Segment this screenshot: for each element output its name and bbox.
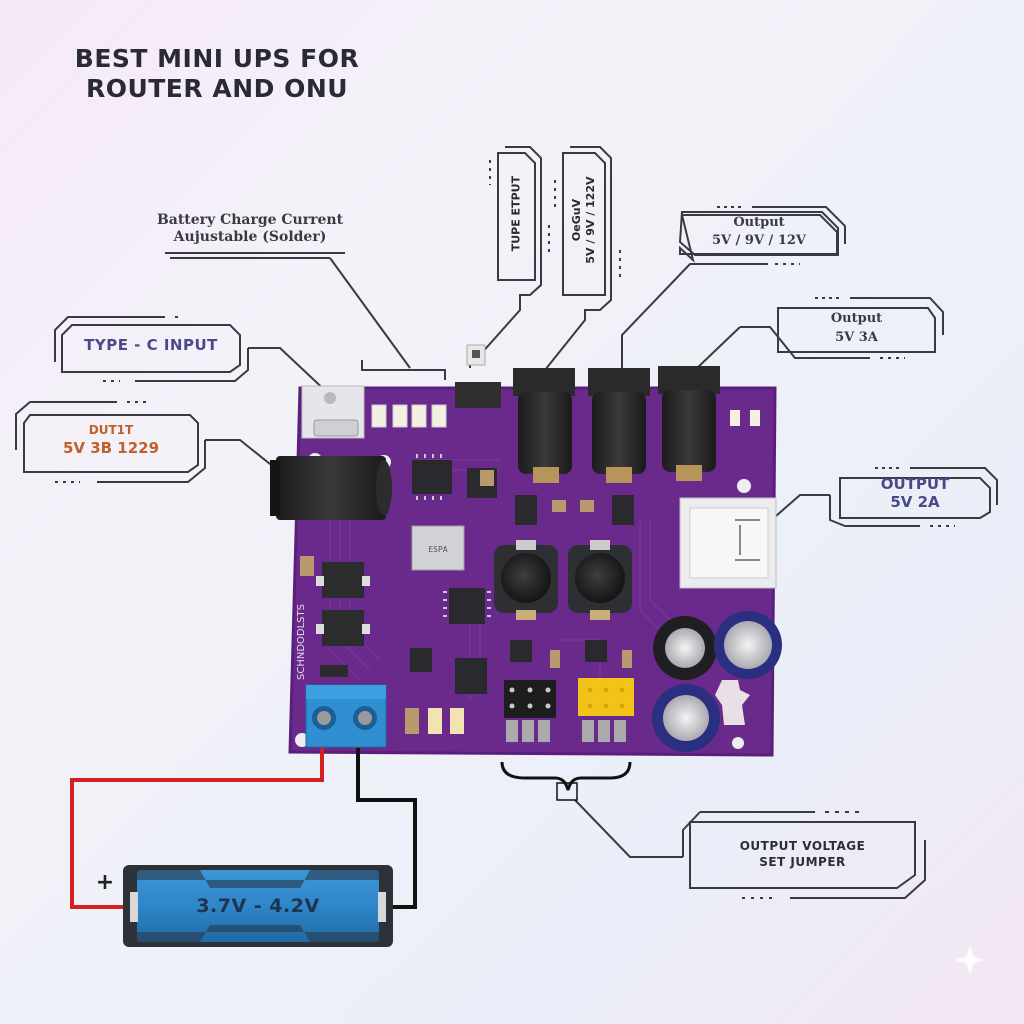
output-vertical-frame	[544, 146, 621, 371]
title-line-2: ROUTER AND ONU	[85, 74, 349, 103]
title-line-1: BEST MINI UPS FOR	[74, 44, 360, 73]
wires	[70, 748, 417, 909]
type-c-input-frame	[54, 316, 331, 396]
output-3a-line-1: Output	[830, 311, 883, 326]
output-3a-line-2: 5V 3A	[835, 330, 878, 345]
battery-charge-label: Battery Charge Current Aujustable (Solde…	[150, 212, 350, 246]
output-vertical-line-1: OeGuV	[570, 198, 583, 242]
jumper-header-left	[504, 680, 556, 742]
tupe-output-frame	[479, 146, 550, 356]
jumper-line-2: SET JUMPER	[759, 855, 846, 869]
output-multi-frame	[621, 206, 846, 370]
output-3a-label: Output 5V 3A	[778, 309, 935, 347]
shielded-chip: ESPA	[411, 525, 465, 571]
smd-components	[300, 410, 760, 734]
wire-black	[356, 748, 417, 909]
output-3a-frame	[694, 297, 944, 371]
battery-charge-line-2: Aujustable (Solder)	[173, 228, 327, 245]
battery-charge-line-1: Battery Charge Current	[156, 212, 344, 228]
jumper-line-1: OUTPUT VOLTAGE	[739, 839, 866, 853]
dc-input-jack	[270, 456, 392, 520]
pcb-silkscreen-text: SCHNDODLSTS	[296, 604, 307, 680]
type-c-port	[301, 385, 365, 439]
type-c-input-label: TYPE - C INPUT	[84, 336, 218, 354]
output-multi-line-2: 5V / 9V / 12V	[711, 233, 807, 248]
tupe-output-label: TUPE ETPUT	[509, 175, 523, 252]
jumper-frame	[574, 799, 926, 899]
dc-input-line-2: 5V 3B 1229	[62, 439, 160, 457]
dc-output-jack-2	[588, 368, 650, 483]
capacitors	[652, 611, 782, 752]
callout-frames	[15, 146, 998, 899]
output-multi-line-1: Output	[733, 215, 785, 230]
output-usb-frame	[759, 467, 998, 531]
wire-red	[70, 748, 324, 909]
jumper-brace	[500, 761, 632, 801]
output-multi-label: Output 5V / 9V / 12V	[680, 214, 838, 250]
usb-a-port	[679, 497, 777, 589]
screw-terminal	[305, 684, 387, 748]
output-vertical-line-2: 5V / 9V / 122V	[584, 176, 597, 264]
battery-plus-sign: +	[95, 870, 115, 895]
output-vertical-label: OeGuV 5V / 9V / 122V	[570, 156, 598, 284]
ic-pins	[416, 454, 491, 617]
jumper-header-right	[578, 678, 634, 742]
output-usb-line-2: 5V 2A	[890, 493, 940, 511]
dc-input-label: DUT1T 5V 3B 1229	[24, 421, 198, 457]
battery-charge-underline	[165, 252, 411, 369]
dc-input-line-1: DUT1T	[88, 423, 134, 437]
shielded-chip-text: ESPA	[428, 545, 447, 554]
inductors	[494, 540, 632, 620]
dc-output-jack-1	[513, 368, 575, 483]
jumper-label: OUTPUT VOLTAGE SET JUMPER	[690, 838, 915, 870]
led-row	[371, 404, 447, 428]
output-usb-line-1: OUTPUT	[880, 475, 950, 493]
battery-voltage-label: 3.7V - 4.2V	[196, 895, 320, 917]
dc-output-jack-3	[658, 366, 720, 481]
output-usb-label: OUTPUT 5V 2A	[840, 475, 990, 511]
page-title: BEST MINI UPS FOR ROUTER AND ONU	[52, 44, 382, 104]
power-switch	[455, 344, 501, 408]
smd-diodes	[316, 562, 370, 646]
battery-cell	[123, 865, 393, 947]
dc-output-jacks	[513, 366, 720, 483]
